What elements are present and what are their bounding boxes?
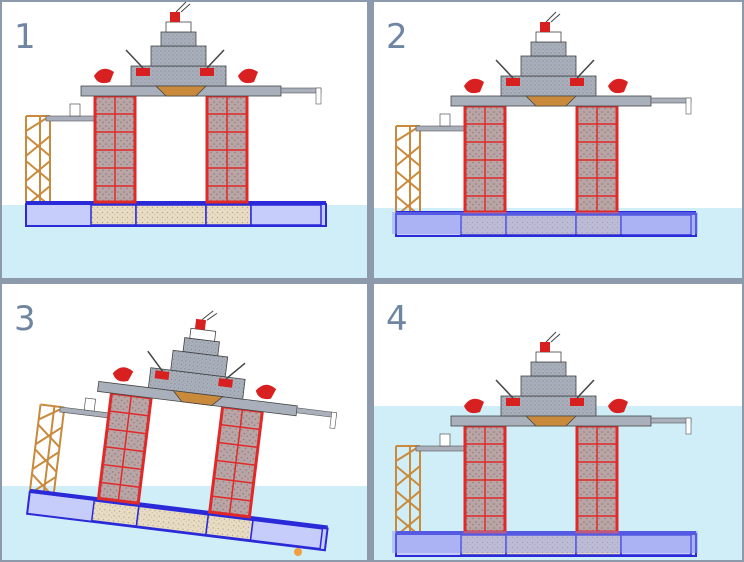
panel-1: 1 <box>2 0 367 278</box>
panel-2-number: 2 <box>386 17 408 57</box>
panel-2: 2 <box>374 2 742 278</box>
panel-4: 4 <box>374 284 742 560</box>
panel-1-number: 1 <box>14 17 36 57</box>
panel-3-splash <box>294 548 302 556</box>
panel-2-flooding <box>392 212 698 234</box>
panel-3: 3 <box>2 284 367 560</box>
panel-4-flooding <box>392 531 698 553</box>
panel-3-number: 3 <box>14 299 36 339</box>
panel-4-number: 4 <box>386 299 408 339</box>
